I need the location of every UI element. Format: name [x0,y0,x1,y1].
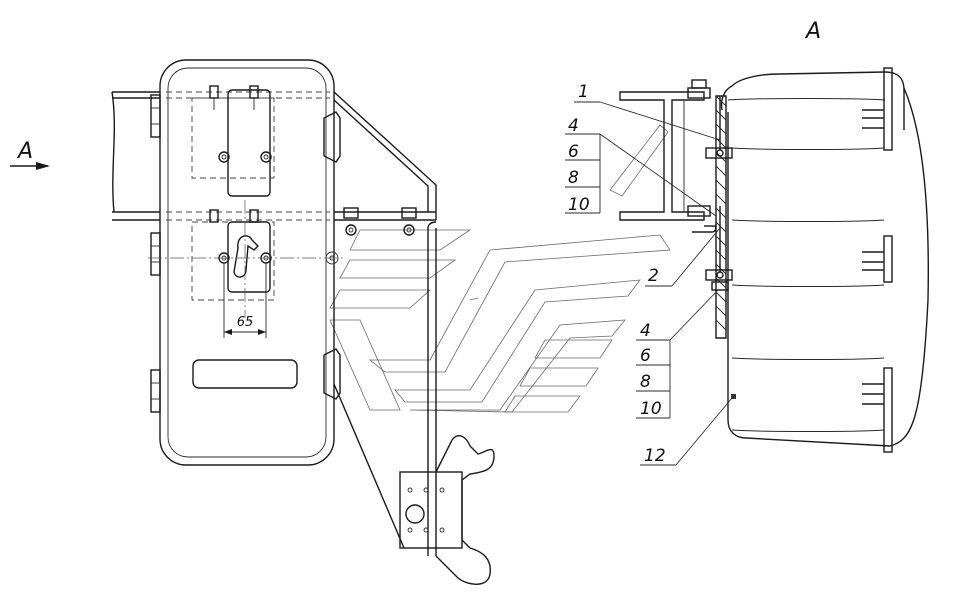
tool-box-side-view [720,67,929,453]
frame-channel-section [619,91,705,221]
fire-extinguisher-icon [233,235,259,278]
callout-10-upper: 10 [568,195,590,215]
view-direction-arrow: A [10,139,50,170]
tool-box-front-view [150,59,341,466]
leader-lines [565,101,733,466]
dimension-65: 65 [223,263,267,338]
support-strut [333,91,437,556]
upper-bracket-plate [209,85,272,197]
callout-4-lower: 4 [640,321,651,341]
callout-2: 2 [648,266,659,286]
callout-8-upper: 8 [568,168,579,188]
arrow-label: A [16,139,33,164]
callout-labels: 1 4 6 8 10 2 4 6 8 10 12 [568,82,666,466]
watermark-logo [329,124,671,413]
fire-extinguisher-mount [148,200,345,318]
callout-8-lower: 8 [640,372,651,392]
callout-10-lower: 10 [640,399,662,419]
dimension-text: 65 [237,315,254,330]
callout-6-lower: 6 [640,346,651,366]
callout-12: 12 [644,446,666,466]
callout-6-upper: 6 [568,142,579,162]
callout-1: 1 [578,82,589,102]
bolts-section [687,79,733,291]
view-label: A [804,19,821,44]
callout-4-upper: 4 [568,116,579,136]
drain-plug [731,394,736,399]
mudguard-mounting-bracket [399,435,495,585]
frame-side-member [111,91,436,221]
